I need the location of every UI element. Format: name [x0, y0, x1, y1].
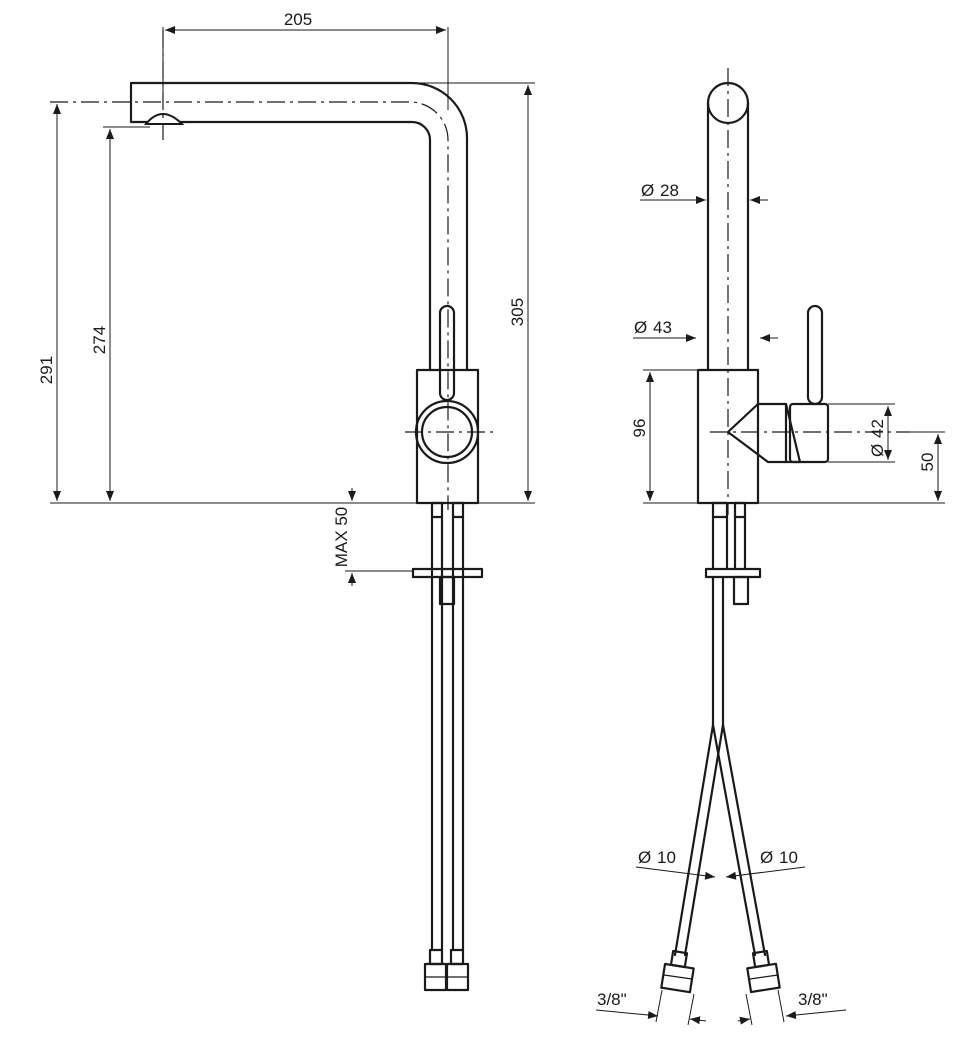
dim-label-dia-10-left-symbol: Ø — [638, 848, 651, 867]
hose-fittings-front — [660, 949, 781, 994]
dim-label-dia-10-left: 10 — [657, 848, 676, 867]
dim-label-dia-42: 42 — [868, 419, 887, 438]
dim-height-291: 291 — [37, 104, 417, 504]
dim-label-96: 96 — [630, 419, 649, 438]
front-hoses — [673, 575, 767, 957]
lever-handle — [438, 304, 456, 402]
dim-lever-height: 50 — [758, 431, 945, 504]
dim-hose-diameter-left: Ø 10 — [635, 848, 716, 880]
threaded-rod-end — [438, 575, 456, 606]
dim-thread-left: 3/8" — [595, 989, 707, 1026]
dim-spout-diameter: Ø 28 — [640, 181, 768, 204]
front-threaded-rod — [732, 575, 750, 606]
dim-label-dia-42-symbol: Ø — [868, 444, 887, 457]
dim-label-dia-28: 28 — [660, 181, 679, 200]
front-view: Ø 28 Ø 43 96 Ø 42 50 — [595, 68, 945, 1026]
side-view: 205 305 291 274 MAX 50 — [37, 10, 535, 992]
dim-label-thread-left: 3/8" — [597, 990, 627, 1009]
dim-lever-diameter: Ø 42 — [828, 403, 895, 463]
spout-centerline — [50, 101, 449, 510]
dim-label-thread-right: 3/8" — [798, 990, 828, 1009]
dim-label-dia-43: 43 — [653, 318, 672, 337]
spout-outline — [129, 81, 469, 372]
front-deck-plate — [704, 567, 762, 579]
dim-label-50: 50 — [918, 453, 937, 472]
lever-neck — [726, 402, 802, 464]
dim-spout-reach: 205 — [162, 10, 449, 110]
dim-label-dia-28-symbol: Ø — [641, 181, 654, 200]
dim-body-diameter: Ø 43 — [633, 318, 778, 342]
dim-label-205: 205 — [284, 10, 312, 29]
aerator — [143, 113, 185, 125]
dim-total-height: 305 — [412, 82, 535, 504]
dim-label-305: 305 — [508, 298, 527, 326]
dim-label-291: 291 — [37, 356, 56, 384]
deck-plate — [411, 567, 484, 579]
dim-label-274: 274 — [90, 326, 109, 354]
dim-thread-right: 3/8" — [737, 989, 847, 1026]
dim-outlet-height: 274 — [90, 126, 150, 501]
dim-body-height: 96 — [630, 369, 698, 504]
front-stud-right — [733, 501, 747, 519]
dim-label-dia-10-right-symbol: Ø — [760, 848, 773, 867]
hose-fittings-side — [423, 948, 470, 992]
shank-stud-left — [430, 501, 444, 519]
dim-max-deck: MAX 50 — [332, 488, 413, 586]
shank-stud-right — [451, 501, 465, 519]
lever-cap — [788, 402, 830, 464]
front-stud-left — [711, 501, 729, 519]
front-lever-handle — [806, 304, 824, 406]
dim-hose-diameter-right: Ø 10 — [725, 848, 806, 880]
dim-label-max-50: MAX 50 — [332, 507, 351, 567]
dim-label-dia-43-symbol: Ø — [634, 318, 647, 337]
dim-label-dia-10-right: 10 — [779, 848, 798, 867]
